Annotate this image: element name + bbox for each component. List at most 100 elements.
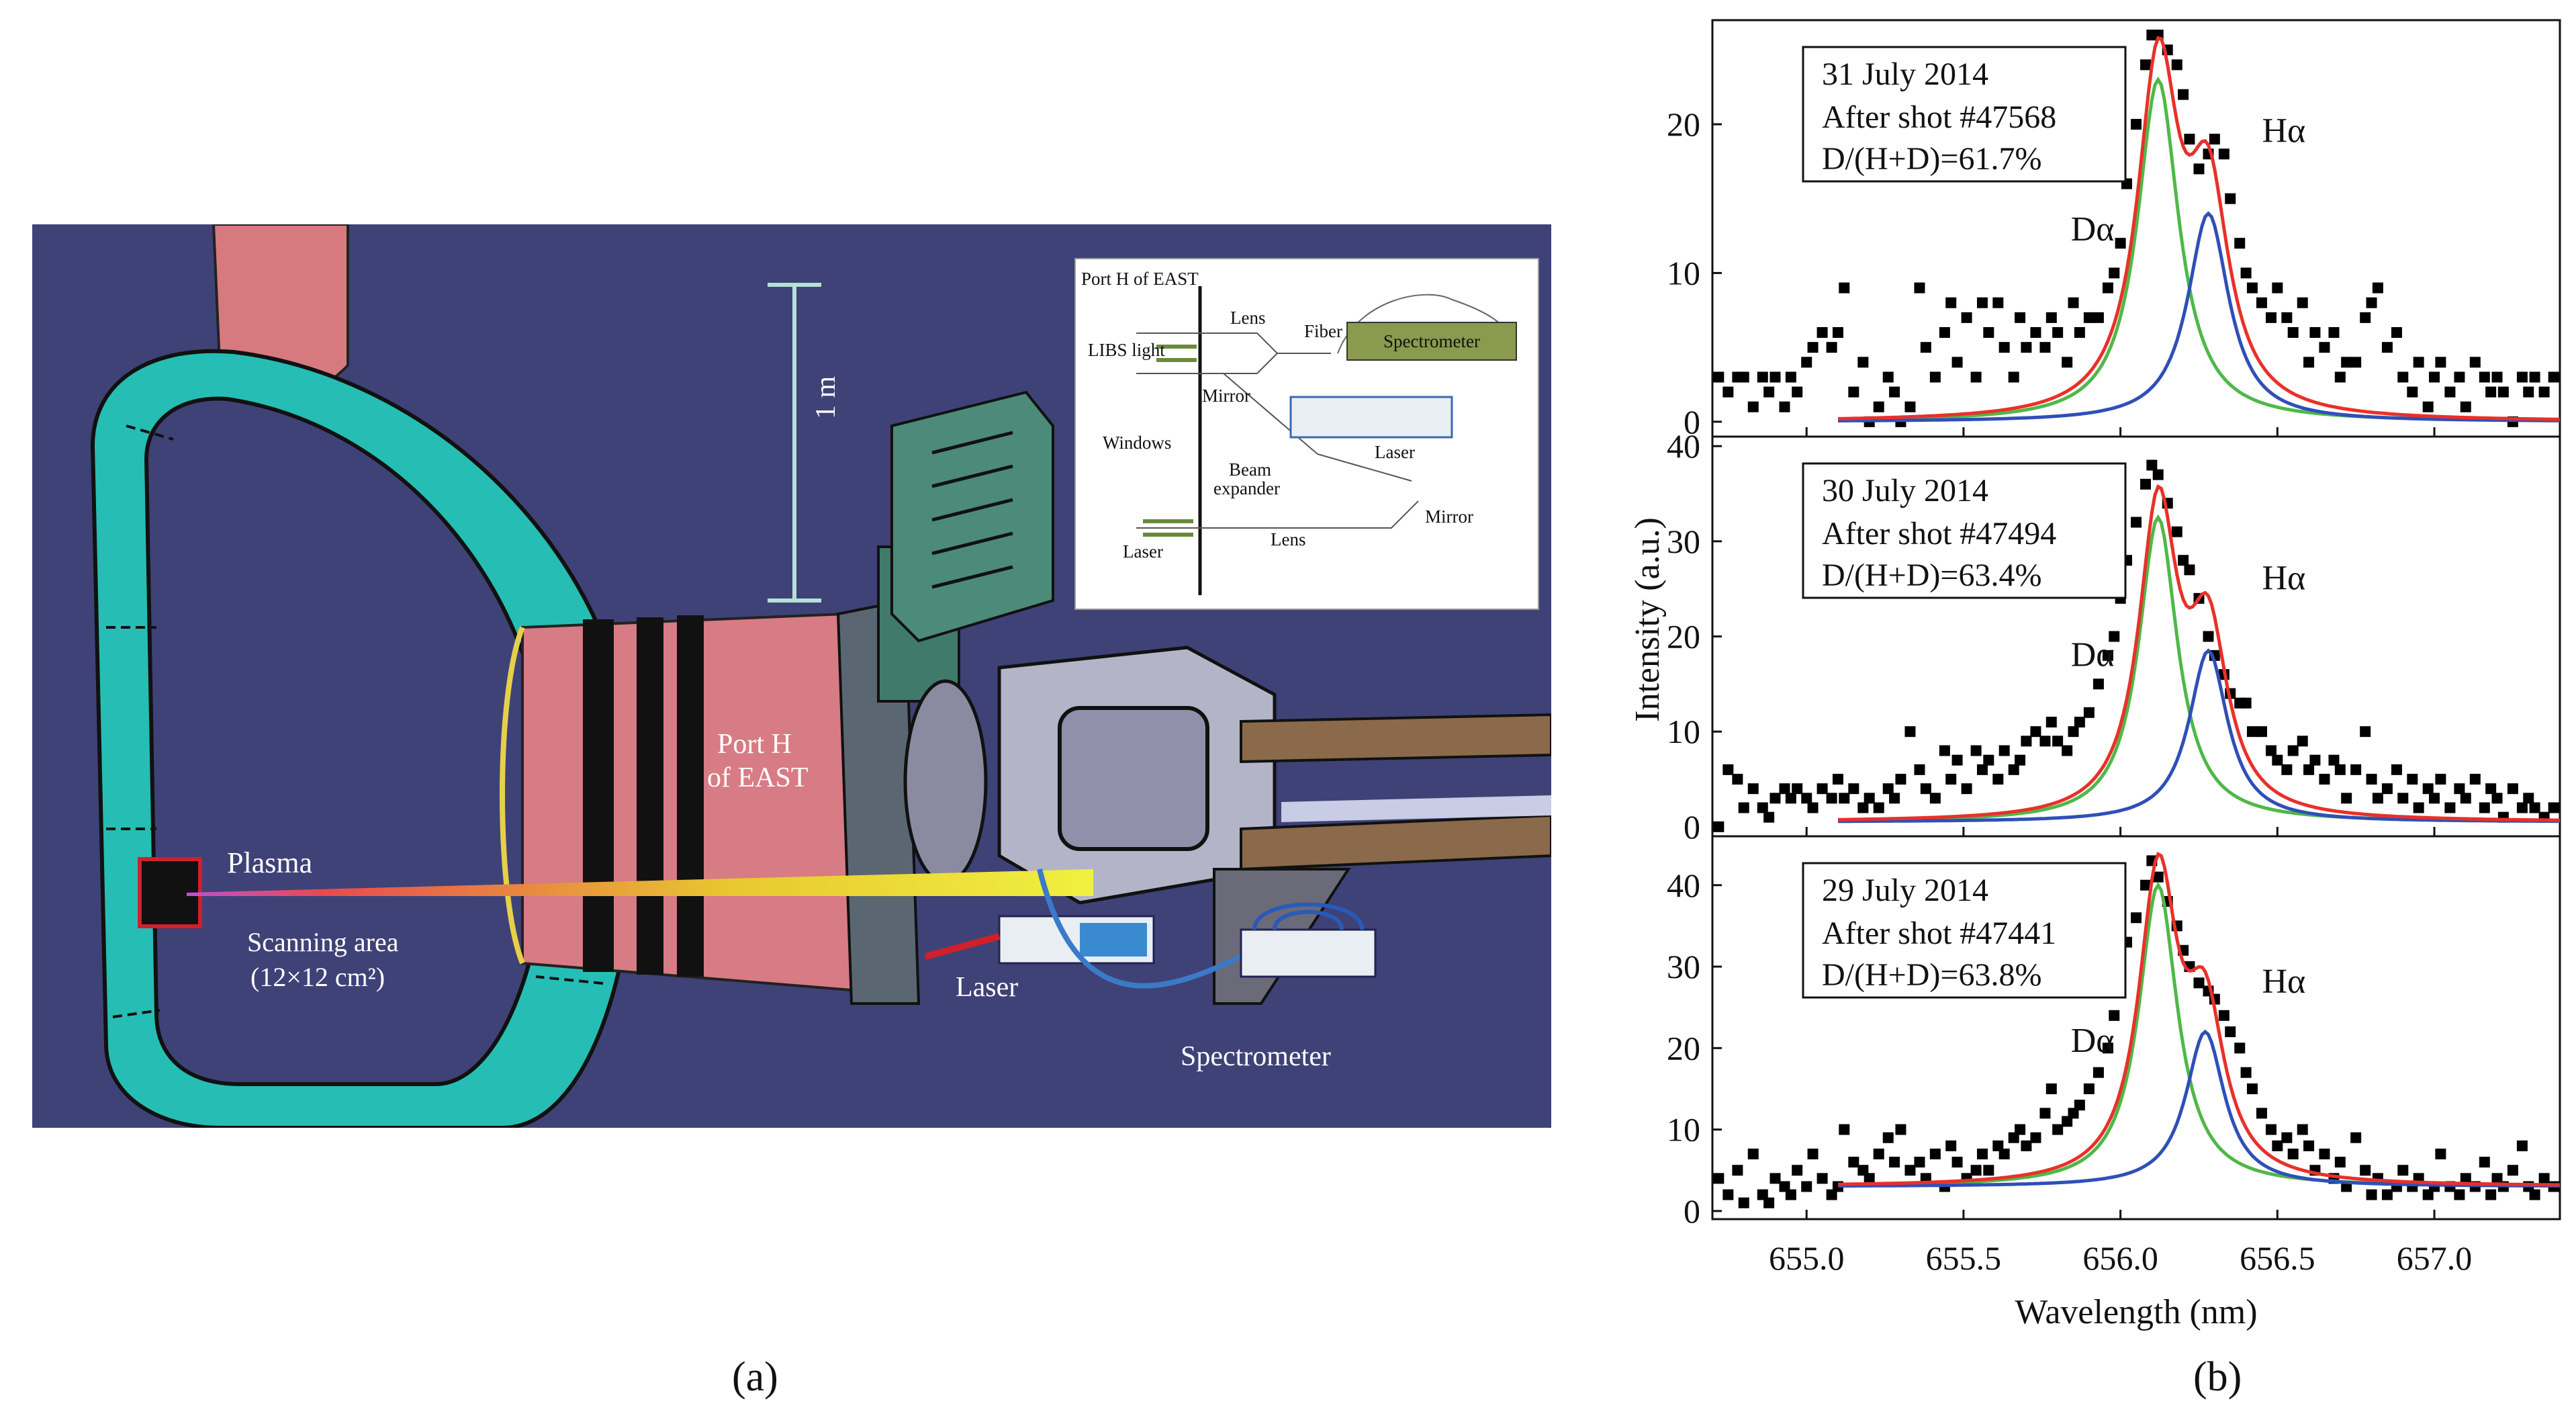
data-point (1929, 1148, 1941, 1159)
data-point (2218, 148, 2229, 160)
data-point (1914, 764, 1925, 775)
scanning-area-label: Scanning area (247, 927, 399, 957)
data-point (1889, 1157, 1900, 1168)
tokamak-illustration: Plasma Scanning area (12×12 cm²) Port H … (32, 224, 1551, 1128)
data-point (1801, 1181, 1812, 1192)
data-point (1895, 774, 1906, 785)
data-point (1807, 1148, 1819, 1159)
data-point (2131, 517, 2142, 528)
data-point (2045, 717, 2057, 727)
data-point (2341, 793, 2352, 804)
data-point (1757, 802, 1768, 813)
spectrometer-unit (1240, 928, 1377, 978)
x-tick-label: 656.0 (2082, 1239, 2158, 1277)
y-tick-label: 0 (1684, 808, 1700, 846)
data-point (2045, 1083, 2057, 1094)
duct-band-1 (583, 619, 614, 972)
data-point (2225, 1026, 2236, 1038)
data-point (2015, 1124, 2026, 1135)
data-point (1904, 726, 1916, 738)
data-point (2548, 802, 2559, 813)
data-point (2171, 526, 2182, 537)
data-point (2297, 736, 2308, 747)
data-point (2460, 401, 2471, 412)
data-point (2516, 802, 2528, 813)
data-point (2209, 134, 2220, 145)
data-point (2015, 312, 2026, 323)
data-point (2328, 754, 2340, 766)
data-point (2193, 977, 2205, 989)
data-point (1839, 793, 1850, 804)
data-point (2008, 764, 2019, 775)
data-point (2287, 327, 2299, 338)
data-point (1816, 327, 1828, 338)
data-point (2460, 1173, 2471, 1184)
data-point (1816, 1173, 1828, 1184)
inset-libs-light: LIBS light (1088, 340, 1165, 360)
data-point (2381, 783, 2393, 795)
data-point (1945, 1140, 1957, 1151)
data-point (2265, 745, 2276, 756)
data-point (2265, 312, 2276, 323)
data-point (2491, 1173, 2503, 1184)
chamber-window (1058, 706, 1209, 851)
port-h-flange (500, 626, 525, 965)
data-point (2397, 371, 2409, 383)
data-point (1713, 821, 1724, 832)
data-point (2256, 297, 2267, 308)
data-point (1864, 793, 1875, 804)
laser-unit-panel (1080, 923, 1147, 957)
data-point (2491, 371, 2503, 383)
data-point (2391, 327, 2402, 338)
data-point (2469, 774, 2481, 785)
data-point (1873, 1148, 1884, 1159)
inset-spectrometer-label: Spectrometer (1383, 331, 1480, 351)
data-point (2272, 282, 2283, 294)
data-point (2281, 1132, 2293, 1143)
data-point (2109, 631, 2120, 642)
data-point (1801, 793, 1812, 804)
data-point (1832, 327, 1843, 338)
data-point (1976, 1148, 1988, 1159)
inset-laser-right: Laser (1375, 442, 1415, 462)
data-point (1951, 1157, 1963, 1168)
data-point (2021, 1140, 2032, 1151)
data-point (1961, 783, 1972, 795)
data-point (2074, 717, 2085, 727)
data-point (2516, 371, 2528, 383)
data-point (2184, 134, 2195, 145)
y-tick-label: 40 (1667, 866, 1700, 904)
data-point (2140, 879, 2152, 891)
h-alpha-fit-line (1838, 648, 2560, 824)
data-point (1792, 1165, 1803, 1176)
data-point (1904, 401, 1916, 412)
data-point (1848, 386, 1859, 398)
x-tick-label: 656.5 (2240, 1239, 2315, 1277)
h-alpha-fit-line (1838, 211, 2560, 423)
data-point (2131, 119, 2142, 130)
data-point (1826, 342, 1837, 353)
data-point (1713, 1173, 1724, 1184)
y-tick-label: 0 (1684, 403, 1700, 441)
vessel-inner-opening (144, 396, 552, 1086)
data-point (1779, 1181, 1790, 1192)
h-alpha-label: Hα (2262, 963, 2306, 1001)
annotation-box (1802, 46, 2127, 183)
data-point (2297, 297, 2308, 308)
scanning-size-label: (12×12 cm²) (250, 962, 385, 992)
data-point (1738, 1197, 1749, 1208)
data-point (2102, 650, 2113, 661)
data-point (2516, 1140, 2528, 1151)
data-point (2360, 1165, 2371, 1176)
data-point (2407, 386, 2418, 398)
d-alpha-label: Dα (2071, 636, 2115, 674)
data-point (1747, 401, 1759, 412)
data-point (1801, 357, 1812, 368)
data-point (2444, 386, 2456, 398)
data-point (2039, 736, 2051, 747)
data-point (1976, 297, 1988, 308)
data-point (1722, 764, 1734, 775)
data-point (1757, 1189, 1768, 1200)
data-point (2256, 726, 2267, 738)
data-point (2397, 1165, 2409, 1176)
